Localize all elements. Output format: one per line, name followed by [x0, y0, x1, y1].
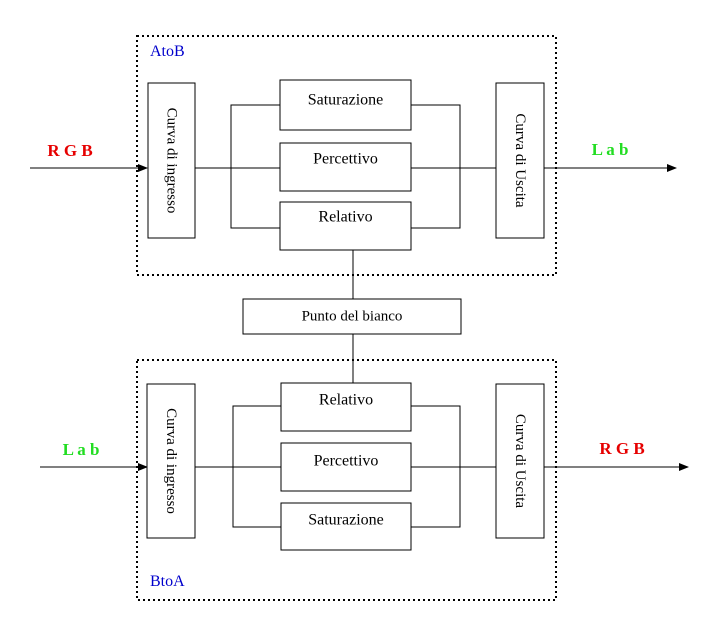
btoa-input-curve-box: [146, 383, 196, 539]
atob-intent-box-2: [279, 142, 412, 192]
btoa-intent-3: Saturazione: [308, 512, 384, 529]
btoa-output-label: R G B: [599, 439, 644, 458]
atob-section: AtoB R G B Curva di ingresso Saturazione…: [30, 35, 677, 276]
btoa-intent-1: Relativo: [319, 392, 373, 409]
atob-dotted-frame: [136, 35, 557, 276]
btoa-section: BtoA L a b Curva di ingresso Relativo Pe…: [40, 359, 689, 601]
atob-intent-1: Saturazione: [308, 92, 384, 109]
btoa-output-curve-label: Curva di Uscita: [512, 414, 528, 508]
atob-output-label: L a b: [592, 140, 629, 159]
btoa-conn-right-branch: [411, 405, 461, 528]
atob-conn-left-branch: [230, 104, 280, 229]
btoa-intent-box-3: [280, 502, 412, 551]
atob-intent-box-3: [279, 201, 412, 251]
btoa-output-curve-box: [495, 383, 545, 539]
atob-title: AtoB: [150, 43, 185, 60]
atob-input-curve-box: [147, 82, 196, 239]
atob-intent-box-1: [279, 79, 412, 131]
white-point-label: Punto del bianco: [302, 309, 403, 325]
btoa-input-curve-label: Curva di ingresso: [163, 408, 179, 514]
btoa-intent-box-2: [280, 442, 412, 492]
atob-intent-2: Percettivo: [313, 151, 378, 168]
btoa-conn-left-branch: [232, 405, 281, 528]
atob-input-curve-label: Curva di ingresso: [164, 108, 180, 214]
btoa-intent-box-1: [280, 382, 412, 432]
atob-input-label: R G B: [47, 141, 92, 160]
white-point-box: [242, 298, 462, 335]
atob-output-curve-label: Curva di Uscita: [512, 113, 528, 207]
btoa-title: BtoA: [150, 573, 185, 590]
atob-conn-right-branch: [411, 104, 461, 229]
btoa-input-label: L a b: [63, 440, 100, 459]
btoa-intent-2: Percettivo: [314, 453, 379, 470]
atob-intent-3: Relativo: [318, 209, 372, 226]
atob-output-curve-box: [495, 82, 545, 239]
